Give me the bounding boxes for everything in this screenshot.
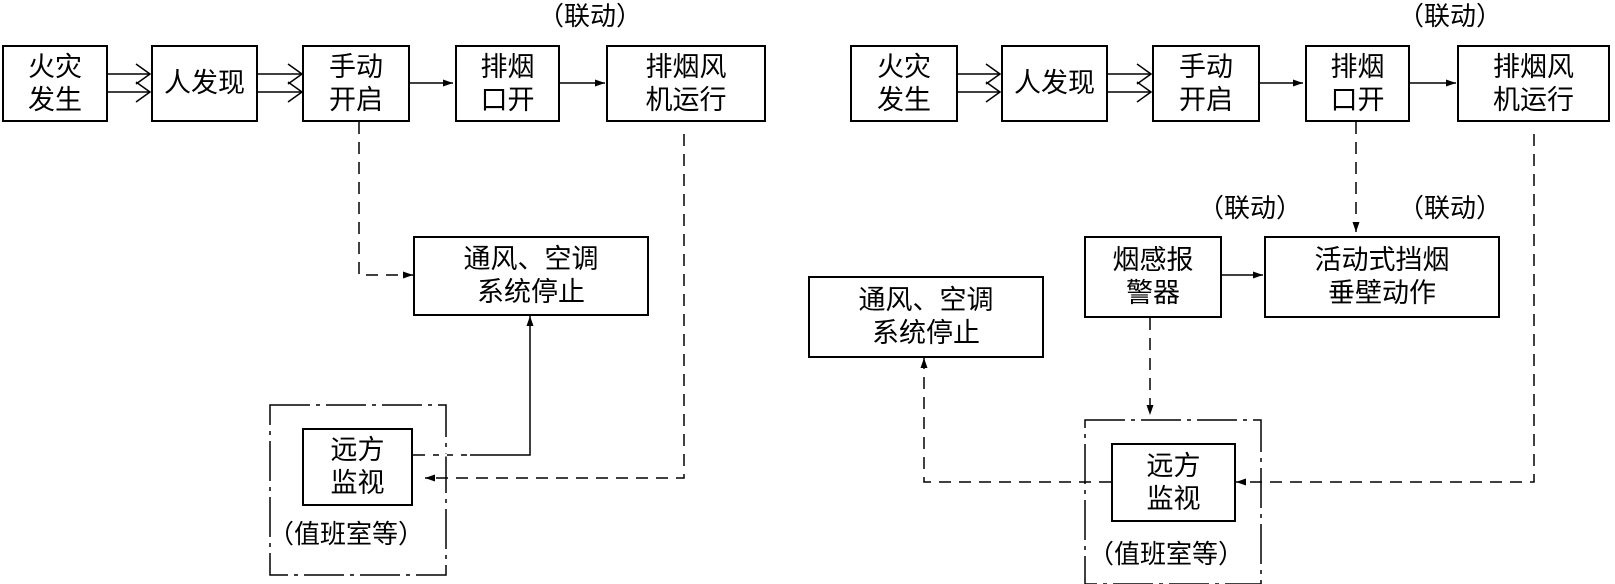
right-linkage-detector-label: （联动） bbox=[1198, 194, 1303, 224]
right-diagram-connectors bbox=[920, 63, 1535, 584]
right-monitor-frame bbox=[1084, 419, 1262, 584]
right-dashed-monitor-to-hvac bbox=[920, 358, 1111, 483]
right-smoke-outlet-open-box: 排烟 口开 bbox=[1305, 45, 1410, 122]
right-remote-monitor-box: 远方 监视 bbox=[1111, 443, 1236, 522]
left-manual-open-box: 手动 开启 bbox=[302, 45, 410, 122]
left-duty-room-label: （值班室等） bbox=[268, 520, 425, 550]
right-linkage-top-label: （联动） bbox=[1398, 2, 1503, 32]
left-fire-occurs-box: 火灾 发生 bbox=[2, 45, 108, 122]
left-linkage-label: （联动） bbox=[538, 2, 643, 32]
left-monitor-to-hvac bbox=[413, 316, 534, 456]
left-diagram-connectors bbox=[108, 63, 685, 576]
right-person-discovers-box: 人发现 bbox=[1001, 45, 1108, 122]
left-double-arrow-fire-to-discover bbox=[108, 63, 152, 103]
left-person-discovers-box: 人发现 bbox=[151, 45, 258, 122]
right-double-arrow-fire-to-discover bbox=[958, 63, 1002, 103]
left-smoke-outlet-open-box: 排烟 口开 bbox=[455, 45, 560, 122]
left-monitor-frame bbox=[269, 404, 447, 576]
right-linkage-curtain-label: （联动） bbox=[1398, 194, 1503, 224]
left-remote-monitor-box: 远方 监视 bbox=[302, 428, 413, 506]
right-smoke-curtain-action-box: 活动式挡烟 垂壁动作 bbox=[1264, 236, 1500, 318]
right-dashed-fan-to-monitor bbox=[1236, 134, 1535, 486]
right-exhaust-fan-running-box: 排烟风 机运行 bbox=[1457, 45, 1610, 122]
left-dashed-manual-to-hvac bbox=[358, 122, 413, 279]
right-fire-occurs-box: 火灾 发生 bbox=[850, 45, 958, 122]
right-hvac-stop-box: 通风、空调 系统停止 bbox=[808, 276, 1044, 358]
right-duty-room-label: （值班室等） bbox=[1088, 540, 1245, 570]
left-double-arrow-discover-to-manual bbox=[258, 63, 304, 103]
left-dashed-fan-to-monitor bbox=[425, 134, 685, 482]
left-hvac-stop-box: 通风、空调 系统停止 bbox=[413, 236, 649, 316]
right-manual-open-box: 手动 开启 bbox=[1152, 45, 1260, 122]
right-smoke-detector-box: 烟感报 警器 bbox=[1084, 236, 1222, 318]
left-exhaust-fan-running-box: 排烟风 机运行 bbox=[606, 45, 766, 122]
right-double-arrow-discover-to-manual bbox=[1108, 63, 1153, 103]
